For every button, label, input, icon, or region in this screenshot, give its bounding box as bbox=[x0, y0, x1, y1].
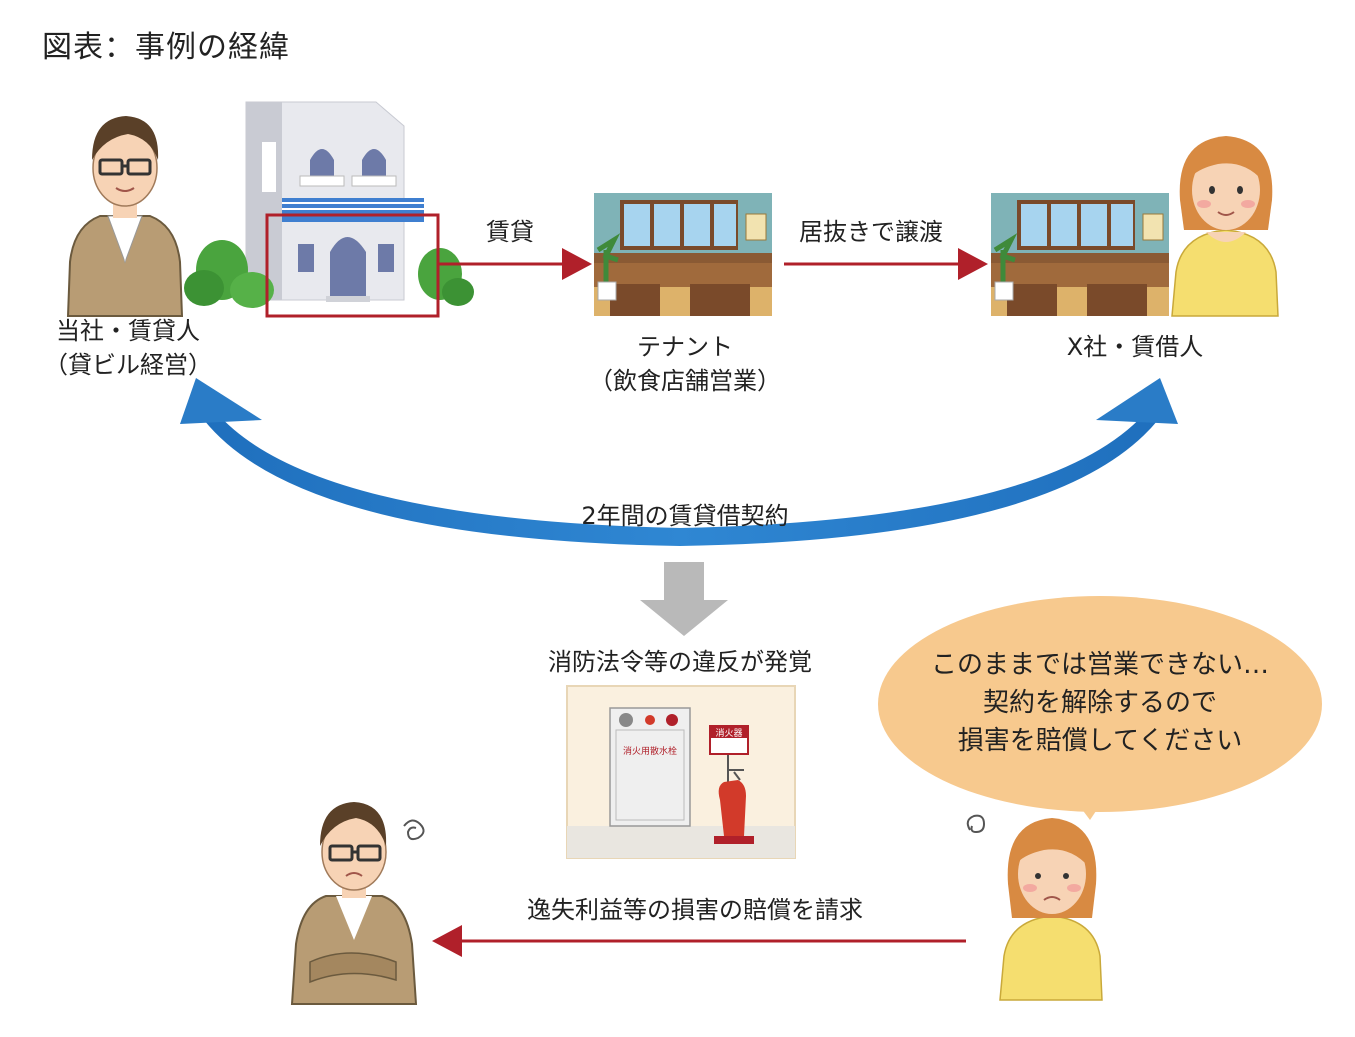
claim-label: 逸失利益等の損害の賠償を請求 bbox=[527, 896, 863, 924]
claim-arrow bbox=[432, 925, 966, 957]
lessor-label-line1: 当社・賃貸人 bbox=[56, 317, 200, 345]
restaurant-illustration-lessee bbox=[991, 193, 1169, 316]
tenant-label: テナント （飲食店舗営業） bbox=[580, 330, 790, 398]
hydrant-label: 消火用散水栓 bbox=[623, 745, 677, 757]
lessor-label-line2: （貸ビル経営） bbox=[44, 351, 212, 379]
tenant-label-line2: （飲食店舗営業） bbox=[589, 367, 781, 395]
violation-label: 消防法令等の違反が発覚 bbox=[548, 648, 812, 676]
diagram-title: 図表：事例の経緯 bbox=[42, 30, 290, 65]
lessor-figure bbox=[66, 116, 184, 317]
lessee-worried-figure bbox=[966, 814, 1103, 1001]
speech-line1: このままでは営業できない… bbox=[930, 650, 1269, 680]
contract-label: 2年間の賃貸借契約 bbox=[581, 502, 789, 530]
down-arrow bbox=[640, 562, 728, 636]
lessor-troubled-figure bbox=[290, 802, 425, 1005]
fire-equipment-illustration: 消火用散水栓 消火器 bbox=[566, 685, 796, 859]
building-illustration bbox=[184, 101, 474, 318]
tenant-label-line1: テナント bbox=[637, 333, 733, 361]
extinguisher-sign: 消火器 bbox=[715, 727, 742, 739]
speech-bubble bbox=[878, 596, 1322, 820]
contract-double-arrow bbox=[180, 378, 1178, 546]
speech-line2: 契約を解除するので bbox=[982, 688, 1217, 718]
lease-arrow bbox=[438, 248, 592, 280]
speech-text: このままでは営業できない… 契約を解除するので 損害を賠償してください bbox=[900, 646, 1300, 760]
restaurant-illustration-tenant bbox=[594, 193, 772, 316]
lessee-figure bbox=[1171, 136, 1279, 317]
lessee-label: X社・賃借人 bbox=[1066, 333, 1204, 361]
transfer-label: 居抜きで譲渡 bbox=[799, 218, 943, 246]
transfer-arrow bbox=[784, 248, 988, 280]
lessor-label: 当社・賃貸人 （貸ビル経営） bbox=[38, 314, 218, 382]
speech-line3: 損害を賠償してください bbox=[957, 726, 1243, 756]
lease-label: 賃貸 bbox=[486, 218, 534, 246]
